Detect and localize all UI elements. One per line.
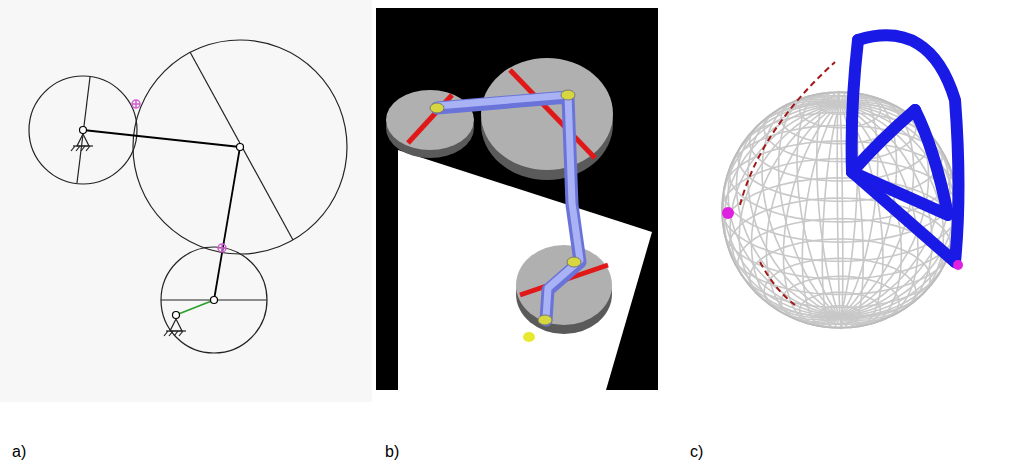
spherical-linkage	[852, 35, 959, 262]
joint	[80, 127, 244, 319]
grid-line	[724, 103, 955, 316]
planar-linkage	[29, 40, 347, 353]
render-ground	[376, 8, 658, 390]
wire-sphere	[722, 92, 958, 328]
panel-ground	[0, 0, 372, 402]
joint	[722, 207, 734, 219]
grid-line	[723, 103, 956, 316]
pivot-pin	[430, 90, 581, 342]
grid-line	[728, 103, 952, 318]
panel-label: b)	[385, 443, 399, 461]
grid-line	[739, 100, 941, 319]
sphere-outline	[722, 92, 958, 328]
linkage-bar	[437, 95, 580, 320]
gear-disc	[386, 58, 613, 334]
grid-line	[802, 93, 877, 327]
joint	[953, 260, 963, 270]
base-plane	[398, 150, 652, 390]
grid-line	[722, 104, 958, 317]
panel-label: a)	[12, 443, 26, 461]
contact-point	[132, 100, 226, 252]
trace-curve	[760, 262, 795, 305]
trace-curve	[740, 62, 835, 205]
grid-line	[779, 95, 902, 325]
grid-line	[837, 92, 843, 328]
panel-label: c)	[690, 443, 703, 461]
